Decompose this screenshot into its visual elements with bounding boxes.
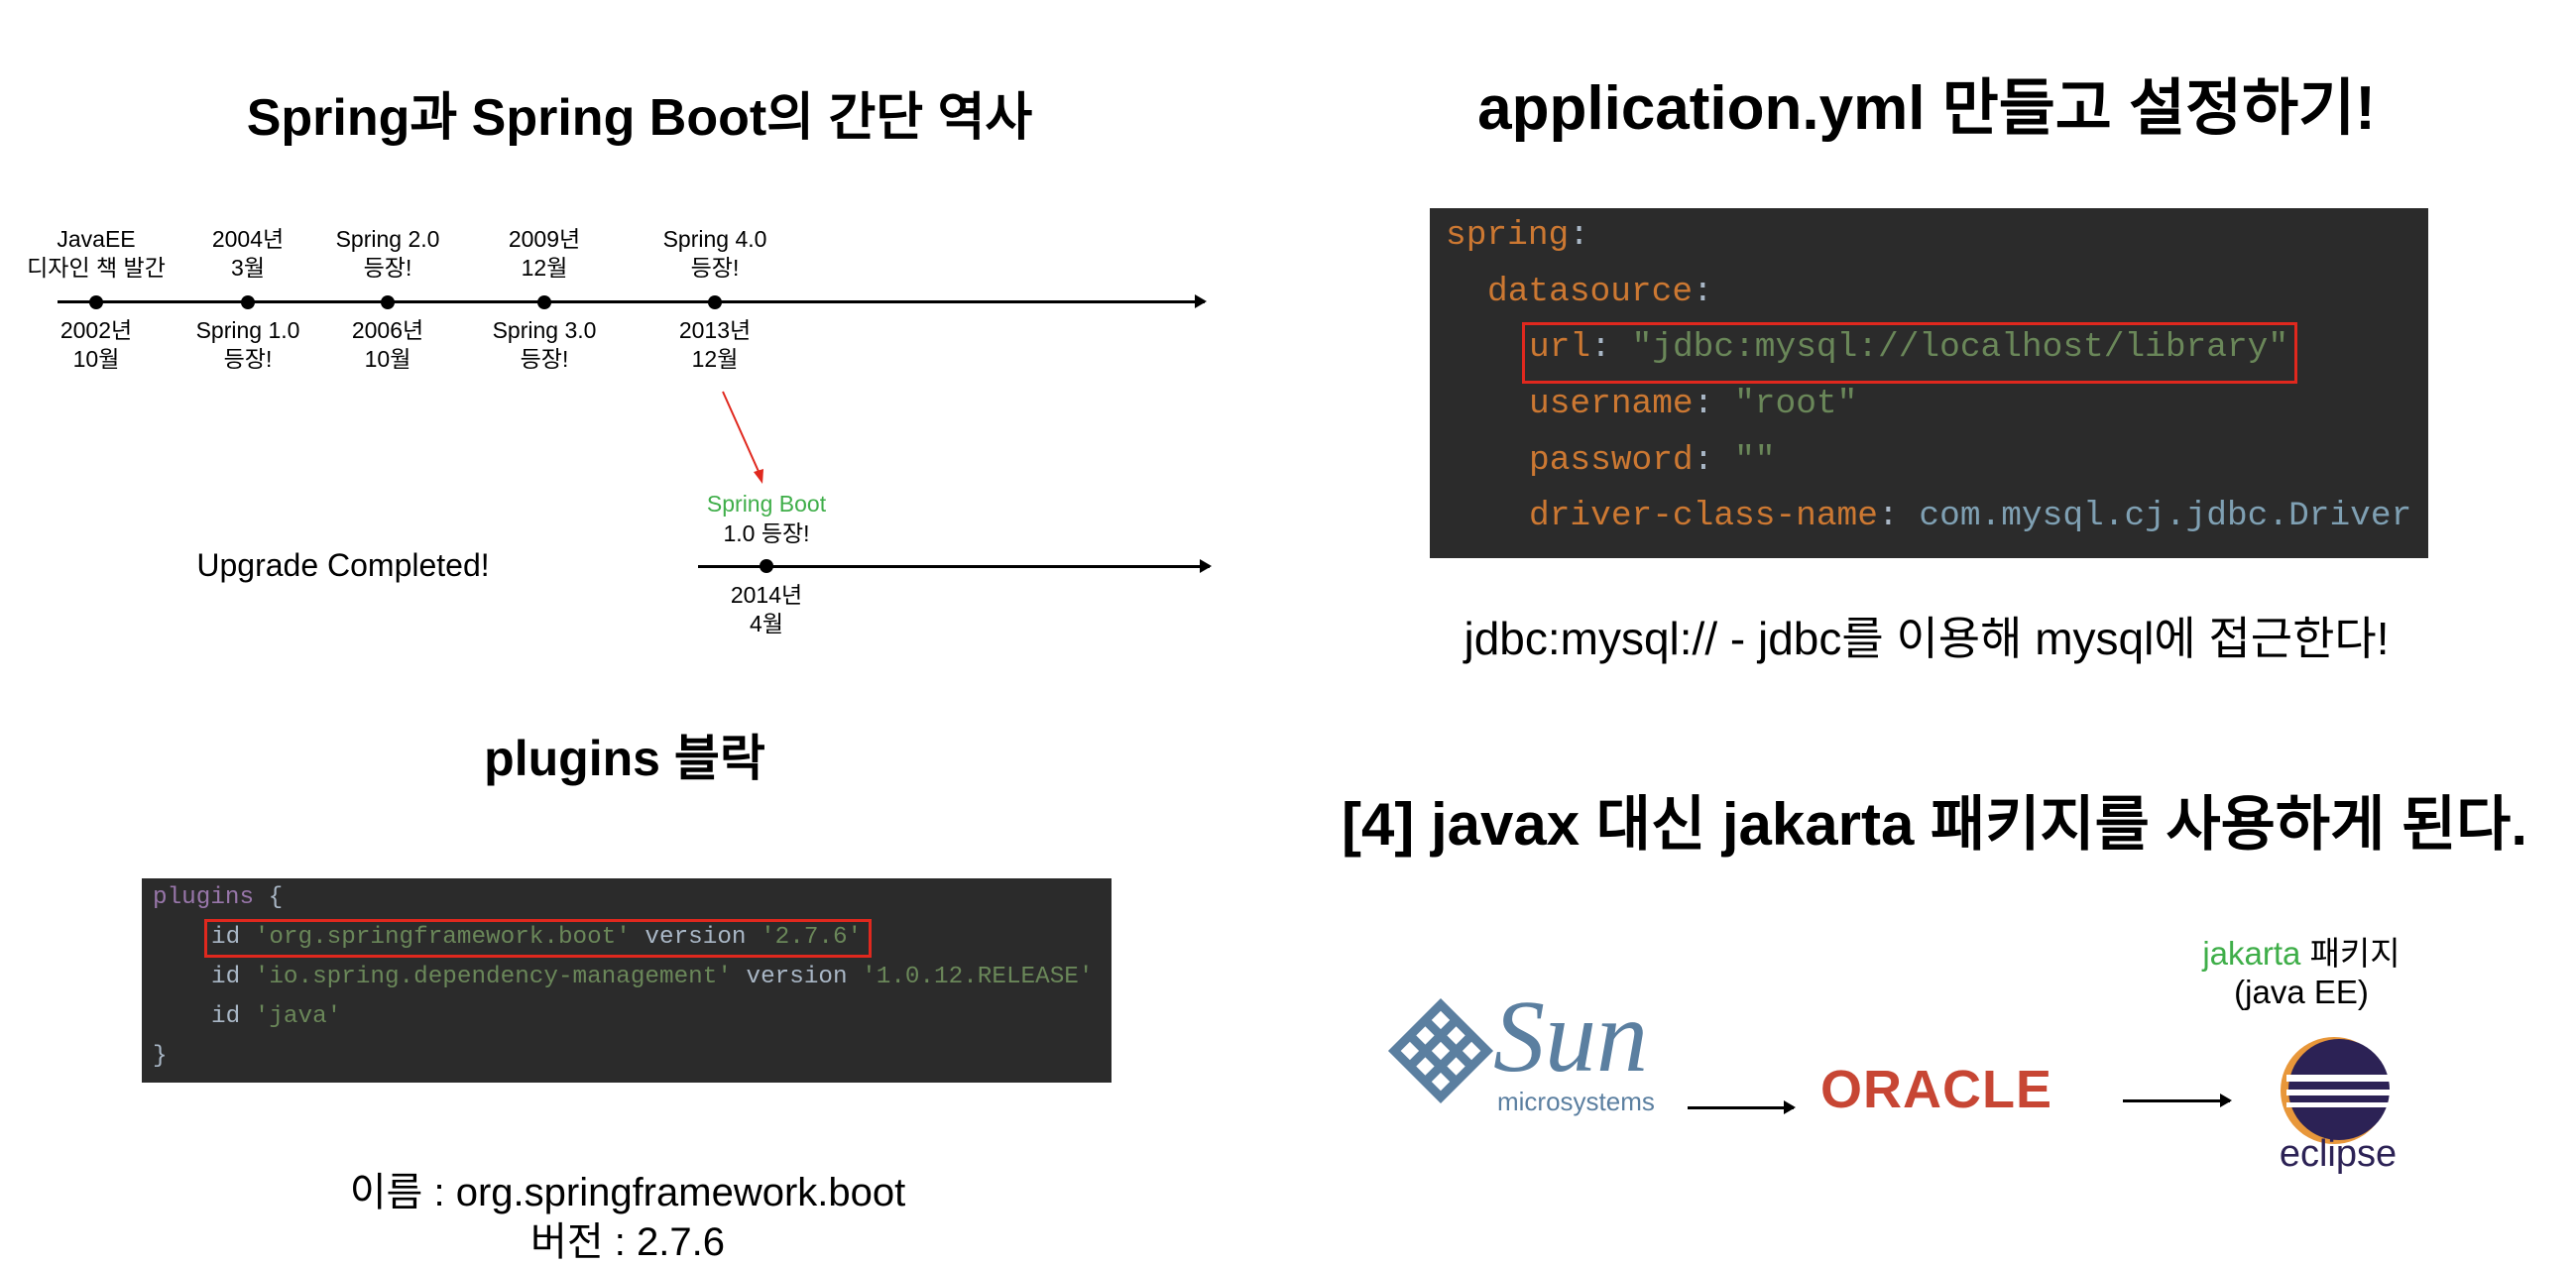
code-token: spring bbox=[1446, 216, 1570, 255]
timeline-label: 3월 bbox=[231, 255, 265, 281]
highlight-box bbox=[1522, 322, 2297, 384]
code-token: 'java' bbox=[254, 1003, 342, 1030]
code-token: version bbox=[731, 964, 863, 990]
timeline-label: 2006년 bbox=[351, 317, 424, 343]
jakarta-word: jakarta bbox=[2202, 935, 2301, 972]
timeline-label: 등장! bbox=[223, 346, 273, 372]
timeline-dot bbox=[760, 559, 773, 573]
code-token: : bbox=[1877, 497, 1899, 535]
plugins-title: plugins 블락 bbox=[484, 731, 765, 786]
jakarta-package-label: jakarta 패키지 bbox=[2202, 927, 2400, 975]
timeline-dot bbox=[381, 295, 395, 309]
code-token: url bbox=[1529, 328, 1591, 367]
timeline-label: 10월 bbox=[364, 346, 411, 372]
boot-date-year: 2014년 bbox=[730, 582, 803, 608]
code-token: 'org.springframework.boot' bbox=[254, 924, 631, 951]
oracle-logo: ORACLE bbox=[1820, 1060, 2052, 1119]
code-token: : bbox=[1590, 328, 1611, 367]
timeline-label: 등장! bbox=[690, 255, 740, 281]
timeline-dot bbox=[708, 295, 722, 309]
plugins-code-block: plugins { id 'org.springframework.boot' … bbox=[142, 878, 1112, 1083]
jdbc-caption: jdbc:mysql:// - jdbc를 이용해 mysql에 접근한다! bbox=[1464, 613, 2390, 664]
code-token: "" bbox=[1734, 441, 1776, 480]
code-token: { bbox=[254, 884, 284, 911]
eclipse-logo-icon bbox=[2281, 1037, 2396, 1144]
timeline-label: 12월 bbox=[691, 346, 739, 372]
code-token: } bbox=[153, 1043, 168, 1070]
timeline-label: 등장! bbox=[363, 255, 412, 281]
caption-name: 이름 : org.springframework.boot bbox=[349, 1171, 906, 1214]
boot-timeline-axis bbox=[698, 559, 1212, 573]
timeline-dot bbox=[89, 295, 103, 309]
arrow-oracle-to-eclipse bbox=[2123, 1094, 2232, 1107]
timeline-label: 12월 bbox=[521, 255, 568, 281]
code-token: : bbox=[1693, 273, 1713, 311]
boot-date-month: 4월 bbox=[750, 611, 783, 636]
upgrade-text: Upgrade Completed! bbox=[196, 547, 490, 583]
code-token: username bbox=[1529, 385, 1694, 423]
code-token: password bbox=[1529, 441, 1694, 480]
code-token: com.mysql.cj.jdbc.Driver bbox=[1919, 497, 2412, 535]
sun-microsystems-logo: Sun microsystems bbox=[1386, 979, 1674, 1120]
code-token: "root" bbox=[1734, 385, 1858, 423]
code-token: : bbox=[1693, 441, 1714, 480]
code-token: id bbox=[211, 964, 255, 990]
eclipse-wordmark: eclipse bbox=[2279, 1133, 2398, 1175]
timeline-label: Spring 1.0 bbox=[195, 317, 300, 343]
highlight-box bbox=[204, 919, 872, 958]
timeline-label: Spring 4.0 bbox=[662, 226, 767, 252]
code-token: 'io.spring.dependency-management' bbox=[254, 964, 732, 990]
sun-wordmark: Sun bbox=[1493, 979, 1648, 1094]
timeline-label: 2002년 bbox=[59, 317, 133, 343]
timeline-label: 2004년 bbox=[211, 226, 285, 252]
jakarta-title: [4] javax 대신 jakarta 패키지를 사용하게 된다. bbox=[1341, 791, 2528, 858]
sun-emblem-icon bbox=[1387, 997, 1494, 1104]
arrow-sun-to-oracle bbox=[1688, 1100, 1796, 1114]
code-token: : bbox=[1569, 216, 1589, 255]
code-token: datasource bbox=[1487, 273, 1694, 311]
timeline-label: 2009년 bbox=[508, 226, 581, 252]
timeline-label: 2013년 bbox=[678, 317, 752, 343]
code-token: id bbox=[211, 1003, 255, 1030]
caption-version: 버전 : 2.7.6 bbox=[530, 1220, 725, 1264]
code-token: : bbox=[1693, 385, 1714, 423]
timeline-label: 등장! bbox=[520, 346, 569, 372]
yml-code-block: spring: datasource: url: "jdbc:mysql://l… bbox=[1430, 208, 2428, 558]
code-token: driver-class-name bbox=[1529, 497, 1878, 535]
timeline-axis bbox=[58, 294, 1207, 308]
code-token: version bbox=[630, 924, 761, 951]
spring-boot-release: 1.0 등장! bbox=[723, 520, 810, 546]
spring-boot-label: Spring Boot bbox=[706, 491, 827, 517]
code-token: '1.0.12.RELEASE' bbox=[862, 964, 1094, 990]
java-ee-label: (java EE) bbox=[2234, 974, 2369, 1010]
sun-subtitle: microsystems bbox=[1497, 1087, 1655, 1116]
timeline-label: Spring 3.0 bbox=[492, 317, 597, 343]
code-token: "jdbc:mysql://localhost/library" bbox=[1631, 328, 2289, 367]
timeline-label: 10월 bbox=[72, 346, 120, 372]
package-word: 패키지 bbox=[2300, 935, 2400, 972]
code-token: '2.7.6' bbox=[761, 924, 863, 951]
yml-title: application.yml 만들고 설정하기! bbox=[1477, 74, 2376, 143]
history-title: Spring과 Spring Boot의 간단 역사 bbox=[246, 89, 1033, 147]
code-token: plugins bbox=[153, 884, 255, 911]
timeline-dot bbox=[241, 295, 255, 309]
timeline-label: JavaEE bbox=[57, 226, 136, 252]
code-token: id bbox=[211, 924, 255, 951]
timeline-label: 디자인 책 발간 bbox=[27, 255, 166, 281]
timeline-label: Spring 2.0 bbox=[335, 226, 440, 252]
timeline-dot bbox=[537, 295, 551, 309]
